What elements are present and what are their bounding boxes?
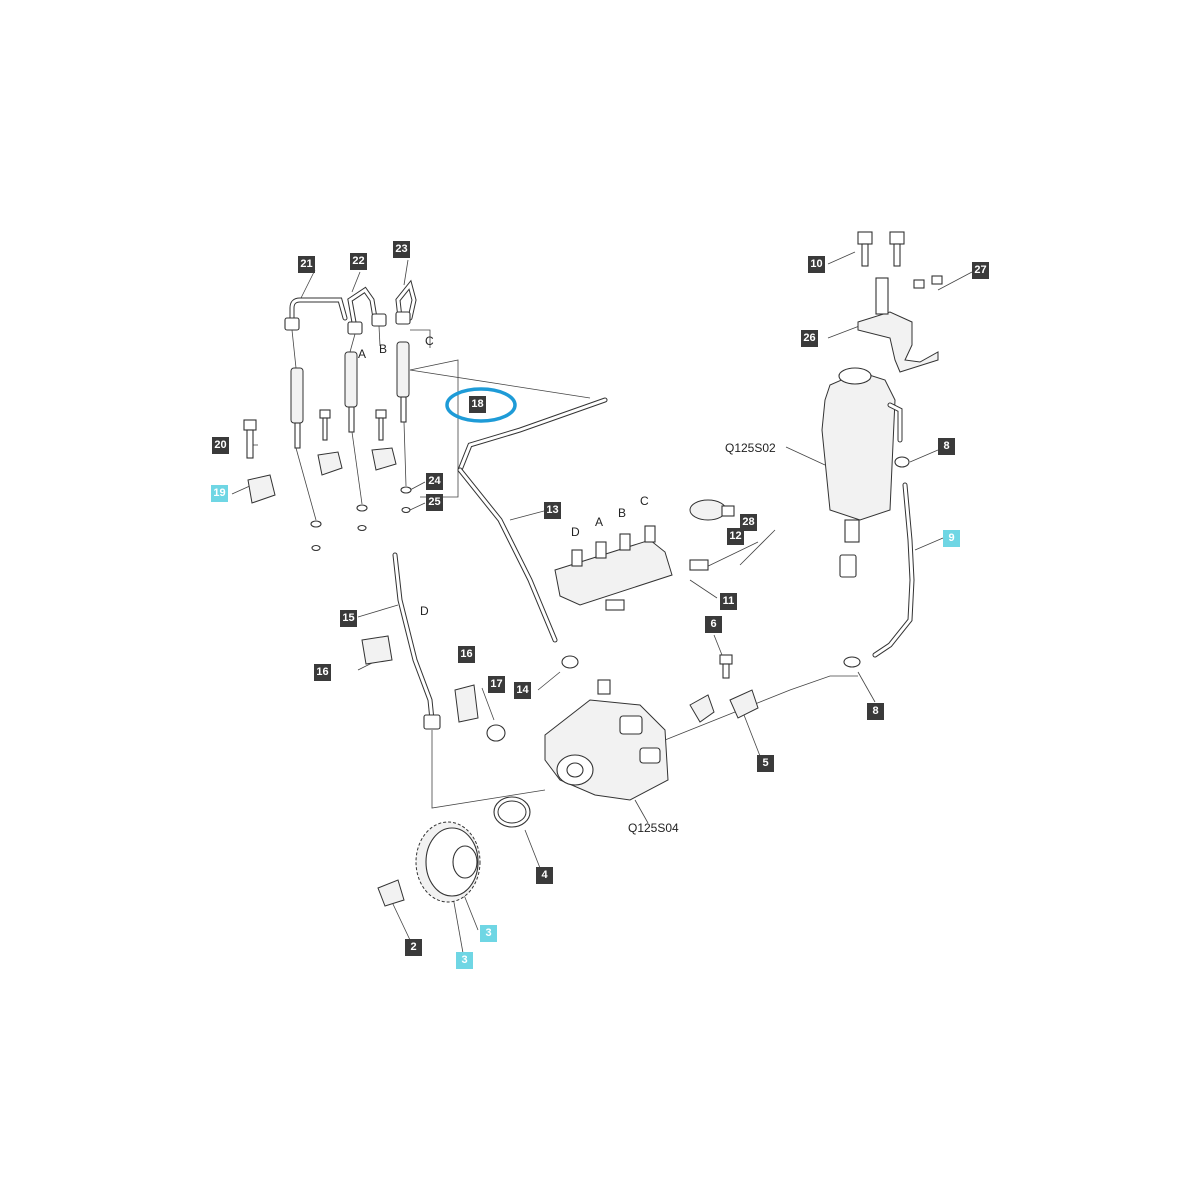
- part-number-3-lower[interactable]: 3: [456, 952, 473, 969]
- letter-a-injector: A: [358, 347, 367, 361]
- letter-d-bracket: D: [420, 604, 429, 618]
- common-rail: [554, 499, 735, 669]
- pump-gear: [377, 821, 481, 907]
- part-number-9[interactable]: 9: [943, 530, 960, 547]
- part-number-23[interactable]: 23: [393, 241, 410, 258]
- part-number-16-upper[interactable]: 16: [458, 646, 475, 663]
- part-number-28[interactable]: 28: [740, 514, 757, 531]
- part-number-17[interactable]: 17: [488, 676, 505, 693]
- part-number-24[interactable]: 24: [426, 473, 443, 490]
- part-number-8-lower[interactable]: 8: [867, 703, 884, 720]
- letter-d-rail: D: [571, 525, 580, 539]
- bracket-parts: [361, 552, 506, 742]
- reference-pump: Q125S04: [628, 821, 679, 835]
- part-number-3-upper[interactable]: 3: [480, 925, 497, 942]
- part-number-13[interactable]: 13: [544, 502, 561, 519]
- part-number-27[interactable]: 27: [972, 262, 989, 279]
- part-number-4[interactable]: 4: [536, 867, 553, 884]
- part-number-16-lower[interactable]: 16: [314, 664, 331, 681]
- part-number-19[interactable]: 19: [211, 485, 228, 502]
- part-number-6[interactable]: 6: [705, 616, 722, 633]
- part-number-11[interactable]: 11: [720, 593, 737, 610]
- fittings: [689, 654, 861, 723]
- part-number-20[interactable]: 20: [212, 437, 229, 454]
- part-number-12[interactable]: 12: [727, 528, 744, 545]
- leader-lines: [231, 251, 973, 954]
- part-number-2[interactable]: 2: [405, 939, 422, 956]
- part-number-21[interactable]: 21: [298, 256, 315, 273]
- part-number-22[interactable]: 22: [350, 253, 367, 270]
- letter-c-injector: C: [425, 334, 434, 348]
- part-number-18[interactable]: 18: [469, 396, 486, 413]
- part-number-25[interactable]: 25: [426, 494, 443, 511]
- letter-c-rail: C: [640, 494, 649, 508]
- hp-line: [457, 467, 558, 643]
- part-number-5[interactable]: 5: [757, 755, 774, 772]
- part-number-14[interactable]: 14: [514, 682, 531, 699]
- reference-fuel-filter: Q125S02: [725, 441, 776, 455]
- letter-b-injector: B: [379, 342, 388, 356]
- hp-pump: [493, 679, 669, 828]
- part-number-10[interactable]: 10: [808, 256, 825, 273]
- fuel-filter: [821, 231, 943, 658]
- injector-group: [243, 279, 417, 552]
- part-number-26[interactable]: 26: [801, 330, 818, 347]
- letter-b-rail: B: [618, 506, 627, 520]
- part-number-15[interactable]: 15: [340, 610, 357, 627]
- letter-a-rail: A: [595, 515, 604, 529]
- part-number-8-upper[interactable]: 8: [938, 438, 955, 455]
- leak-off-line: [445, 387, 608, 473]
